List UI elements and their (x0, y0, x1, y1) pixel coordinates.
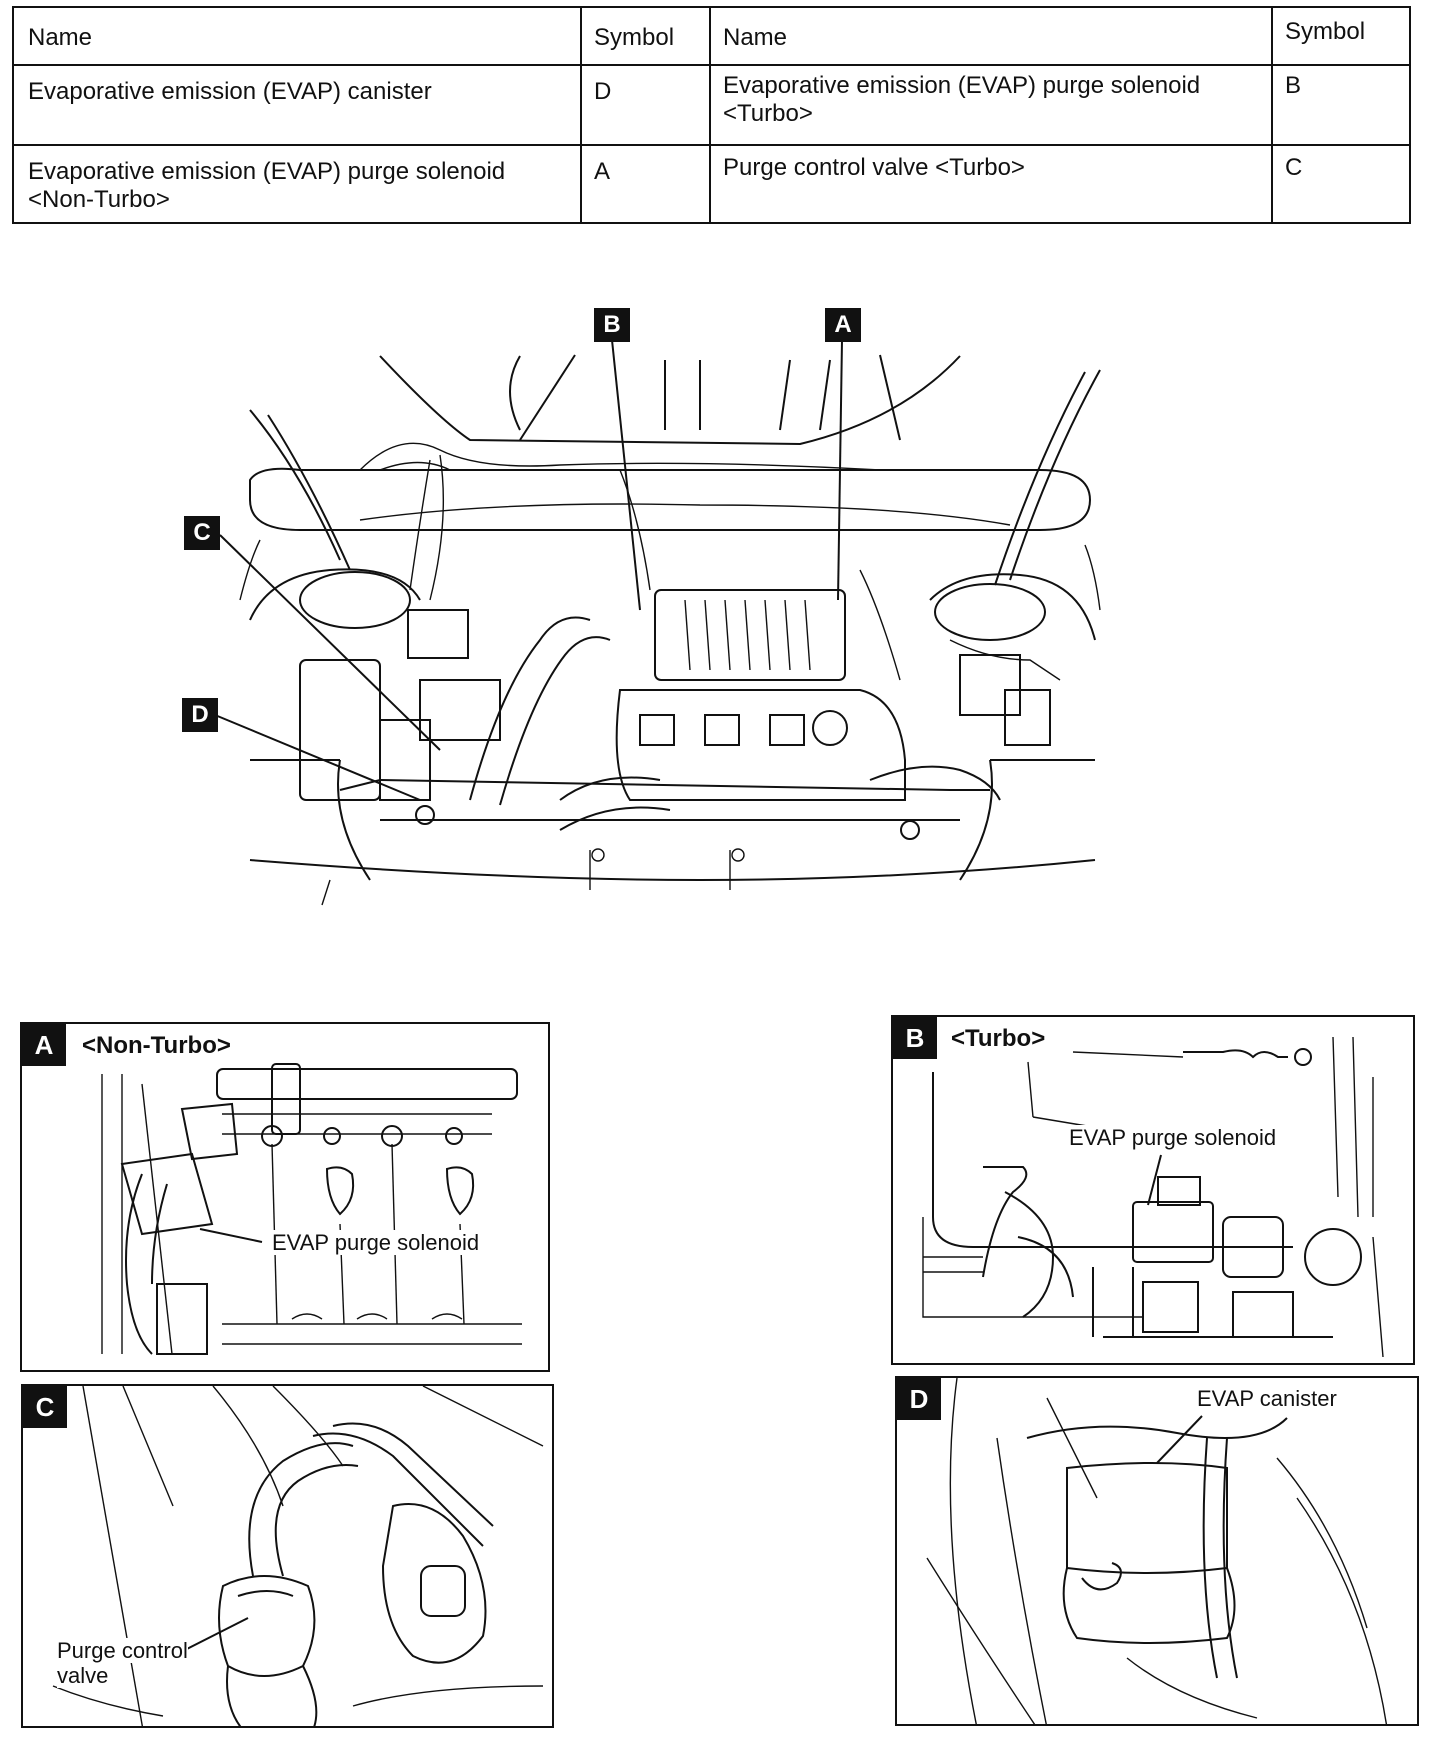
row1-left-symbol: D (594, 78, 612, 105)
row2-right-symbol: C (1285, 154, 1303, 181)
engine-bay-illustration: B A C D (182, 308, 1101, 906)
panel-b-variant: <Turbo> (951, 1025, 1046, 1053)
panel-d-leader (1156, 1415, 1203, 1464)
leader-b (611, 339, 641, 611)
panel-c-label-line1: Purge control (57, 1638, 188, 1663)
detail-panel-a: A <Non-Turbo> EVAP purge solenoid (20, 1022, 550, 1372)
panel-d-label: EVAP canister (1197, 1386, 1337, 1411)
header-name-right: Name (723, 24, 788, 51)
detail-panel-b: B <Turbo> EVAP purge solenoid (891, 1015, 1415, 1365)
leader-c (219, 534, 441, 751)
panel-a-variant: <Non-Turbo> (82, 1032, 231, 1060)
panel-a-label: EVAP purge solenoid (272, 1230, 480, 1255)
detail-panel-d: D EVAP canister (895, 1376, 1419, 1726)
table-divider (709, 8, 711, 222)
panel-d-tag: D (897, 1378, 941, 1420)
header-symbol-left: Symbol (594, 24, 675, 51)
detail-panel-c: C Purge control valve (21, 1384, 554, 1728)
panel-b-leader (1147, 1154, 1162, 1206)
table-divider (580, 8, 582, 222)
panel-b-tag: B (893, 1017, 937, 1059)
row2-left-symbol: A (594, 158, 611, 185)
callout-a: A (825, 308, 861, 342)
callout-d: D (182, 698, 218, 732)
row1-right-name: Evaporative emission (EVAP) purge soleno… (723, 72, 1201, 127)
callout-c: C (184, 516, 220, 550)
header-symbol-right: Symbol (1285, 18, 1366, 45)
table-divider (1271, 8, 1273, 222)
row2-right-name: Purge control valve <Turbo> (723, 154, 1025, 181)
row1-left-name: Evaporative emission (EVAP) canister (28, 78, 432, 105)
panel-a-tag: A (22, 1024, 66, 1066)
row2-left-name: Evaporative emission (EVAP) purge soleno… (28, 158, 506, 213)
panel-c-label-line2: valve (57, 1663, 109, 1688)
table-divider (14, 64, 1409, 66)
panel-a-leader (199, 1228, 263, 1243)
panel-c-tag: C (23, 1386, 67, 1428)
leader-a (837, 339, 843, 601)
row1-right-symbol: B (1285, 72, 1302, 99)
component-table: Name Symbol Name Symbol Evaporative emis… (12, 6, 1411, 224)
leader-d (214, 714, 421, 801)
table-divider (14, 144, 1409, 146)
panel-b-label: EVAP purge solenoid (1069, 1125, 1277, 1150)
header-name-left: Name (28, 24, 93, 51)
callout-b: B (594, 308, 630, 342)
